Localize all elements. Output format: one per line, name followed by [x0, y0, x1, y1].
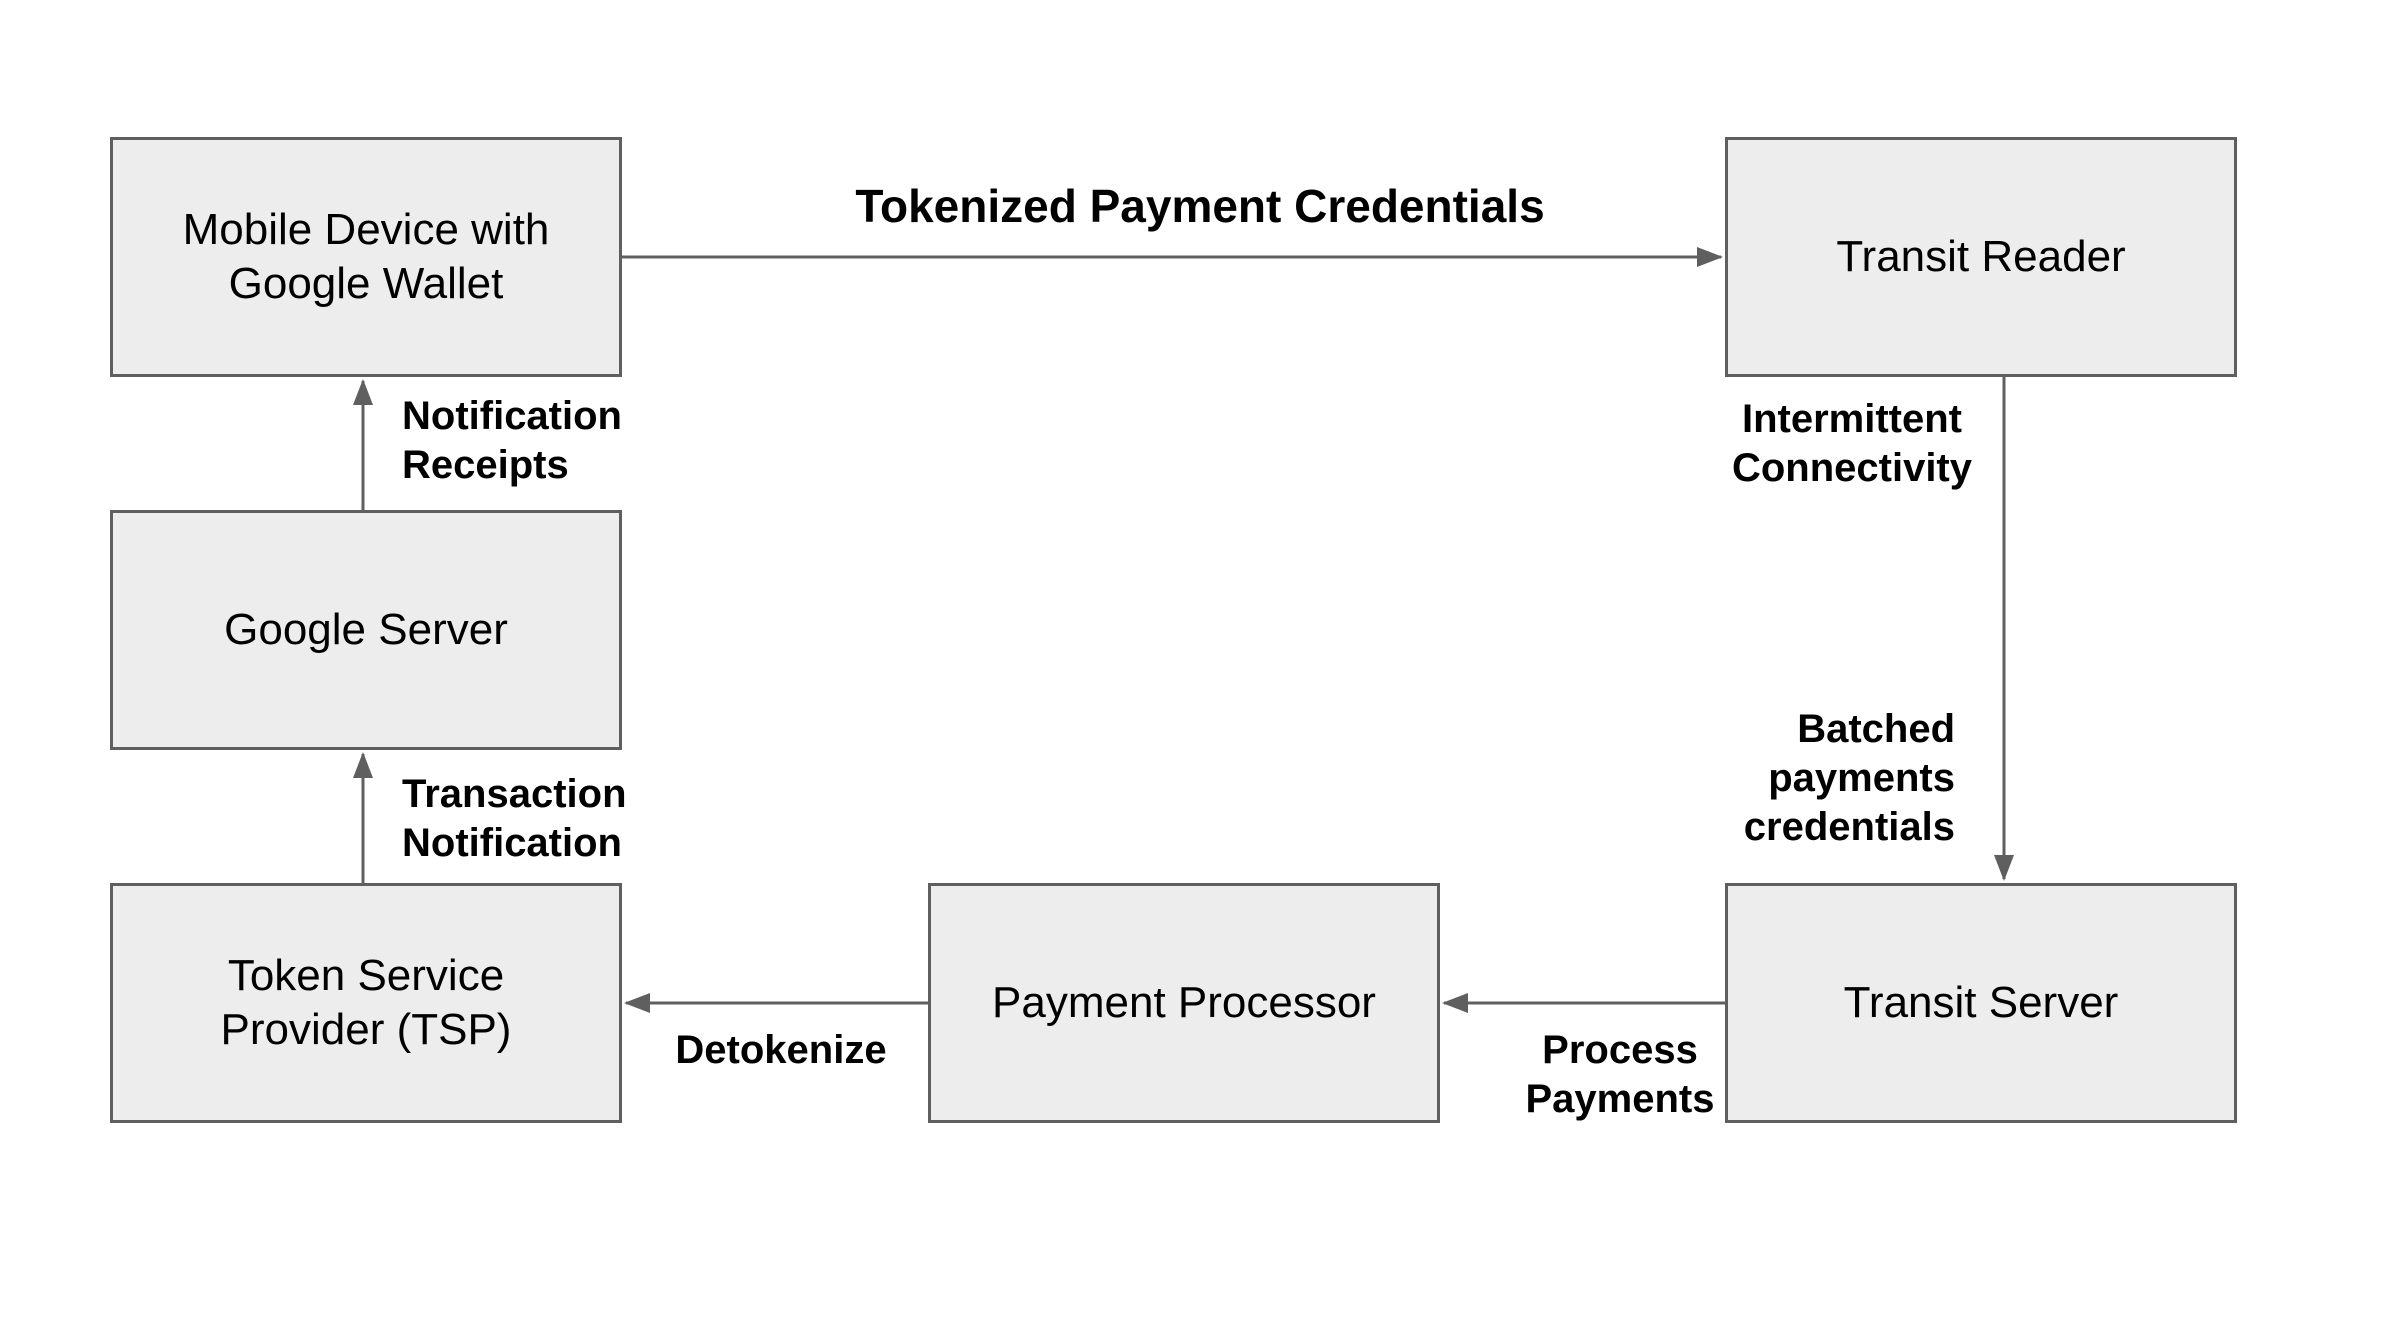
- node-mobile-device: Mobile Device with Google Wallet: [110, 137, 622, 377]
- node-transit-server: Transit Server: [1725, 883, 2237, 1123]
- edge-label-notification-receipts: Notification Receipts: [402, 394, 622, 487]
- node-transit-reader-label: Transit Reader: [1836, 232, 2126, 282]
- node-token-service-provider-label: Token Service Provider (TSP): [220, 951, 512, 1054]
- edge-label-transaction-notification: Transaction Notification: [402, 772, 627, 865]
- node-transit-server-label: Transit Server: [1843, 978, 2119, 1028]
- edge-label-batched-payments-credentials: Batched payments credentials: [1743, 707, 1955, 849]
- edge-label-detokenize: Detokenize: [675, 1028, 887, 1072]
- node-mobile-device-label: Mobile Device with Google Wallet: [182, 205, 550, 308]
- edge-label-tokenized-payment-credentials: Tokenized Payment Credentials: [855, 180, 1545, 232]
- node-google-server-label: Google Server: [224, 605, 508, 655]
- node-payment-processor-label: Payment Processor: [992, 978, 1376, 1028]
- node-token-service-provider: Token Service Provider (TSP): [110, 883, 622, 1123]
- node-transit-reader: Transit Reader: [1725, 137, 2237, 377]
- node-payment-processor: Payment Processor: [928, 883, 1440, 1123]
- edge-label-intermittent-connectivity: Intermittent Connectivity: [1731, 397, 1972, 490]
- edge-label-process-payments: Process Payments: [1525, 1028, 1715, 1121]
- node-google-server: Google Server: [110, 510, 622, 750]
